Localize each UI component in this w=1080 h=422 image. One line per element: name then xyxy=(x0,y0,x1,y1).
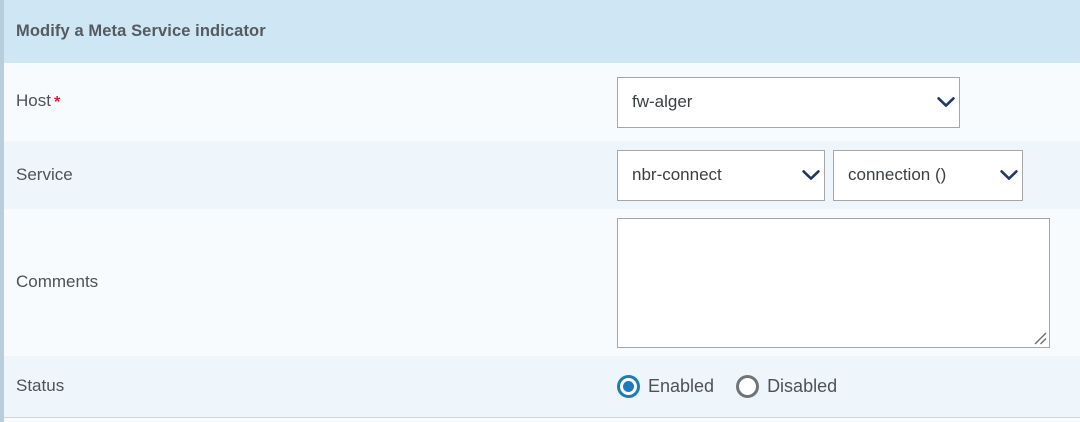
status-field: Enabled Disabled xyxy=(617,375,1080,398)
status-radio-group: Enabled Disabled xyxy=(617,375,837,398)
panel-header: Modify a Meta Service indicator xyxy=(4,0,1080,63)
metric-select[interactable]: connection () xyxy=(833,149,1023,201)
chevron-down-icon[interactable] xyxy=(996,151,1022,200)
radio-unselected-icon[interactable] xyxy=(736,375,760,398)
comments-textarea[interactable] xyxy=(617,217,1050,348)
comments-textarea-wrap xyxy=(617,217,1050,348)
status-radio-enabled[interactable]: Enabled xyxy=(617,375,714,398)
service-select-value: nbr-connect xyxy=(632,165,722,184)
metric-select-value: connection () xyxy=(848,165,947,184)
radio-dot xyxy=(623,381,634,392)
radio-selected-icon[interactable] xyxy=(617,375,640,398)
service-label-text: Service xyxy=(16,164,73,184)
page-title: Modify a Meta Service indicator xyxy=(16,22,266,40)
status-label: Status xyxy=(16,376,617,396)
status-radio-enabled-label: Enabled xyxy=(648,376,715,396)
service-label: Service xyxy=(16,165,617,185)
host-field: fw-alger xyxy=(617,76,1080,128)
status-label-text: Status xyxy=(16,376,65,396)
status-radio-disabled-label: Disabled xyxy=(767,376,838,396)
host-label: Host* xyxy=(16,91,617,112)
form-row-service: Service nbr-connect connection () xyxy=(4,141,1080,209)
chevron-down-icon[interactable] xyxy=(798,151,824,200)
status-radio-disabled[interactable]: Disabled xyxy=(736,375,837,398)
comments-field xyxy=(617,217,1080,348)
form-row-comments: Comments xyxy=(4,209,1080,356)
form-row-host: Host* fw-alger xyxy=(4,63,1080,141)
service-field: nbr-connect connection () xyxy=(617,149,1080,201)
required-asterisk: * xyxy=(53,94,61,112)
comments-label-text: Comments xyxy=(16,272,99,292)
host-label-text: Host xyxy=(16,91,51,111)
host-select[interactable]: fw-alger xyxy=(617,76,960,128)
chevron-down-icon[interactable] xyxy=(933,78,959,127)
comments-label: Comments xyxy=(16,272,617,292)
form-row-status: Status Enabled Disabled xyxy=(4,356,1080,418)
service-select[interactable]: nbr-connect xyxy=(617,149,825,201)
host-select-value: fw-alger xyxy=(632,92,693,111)
